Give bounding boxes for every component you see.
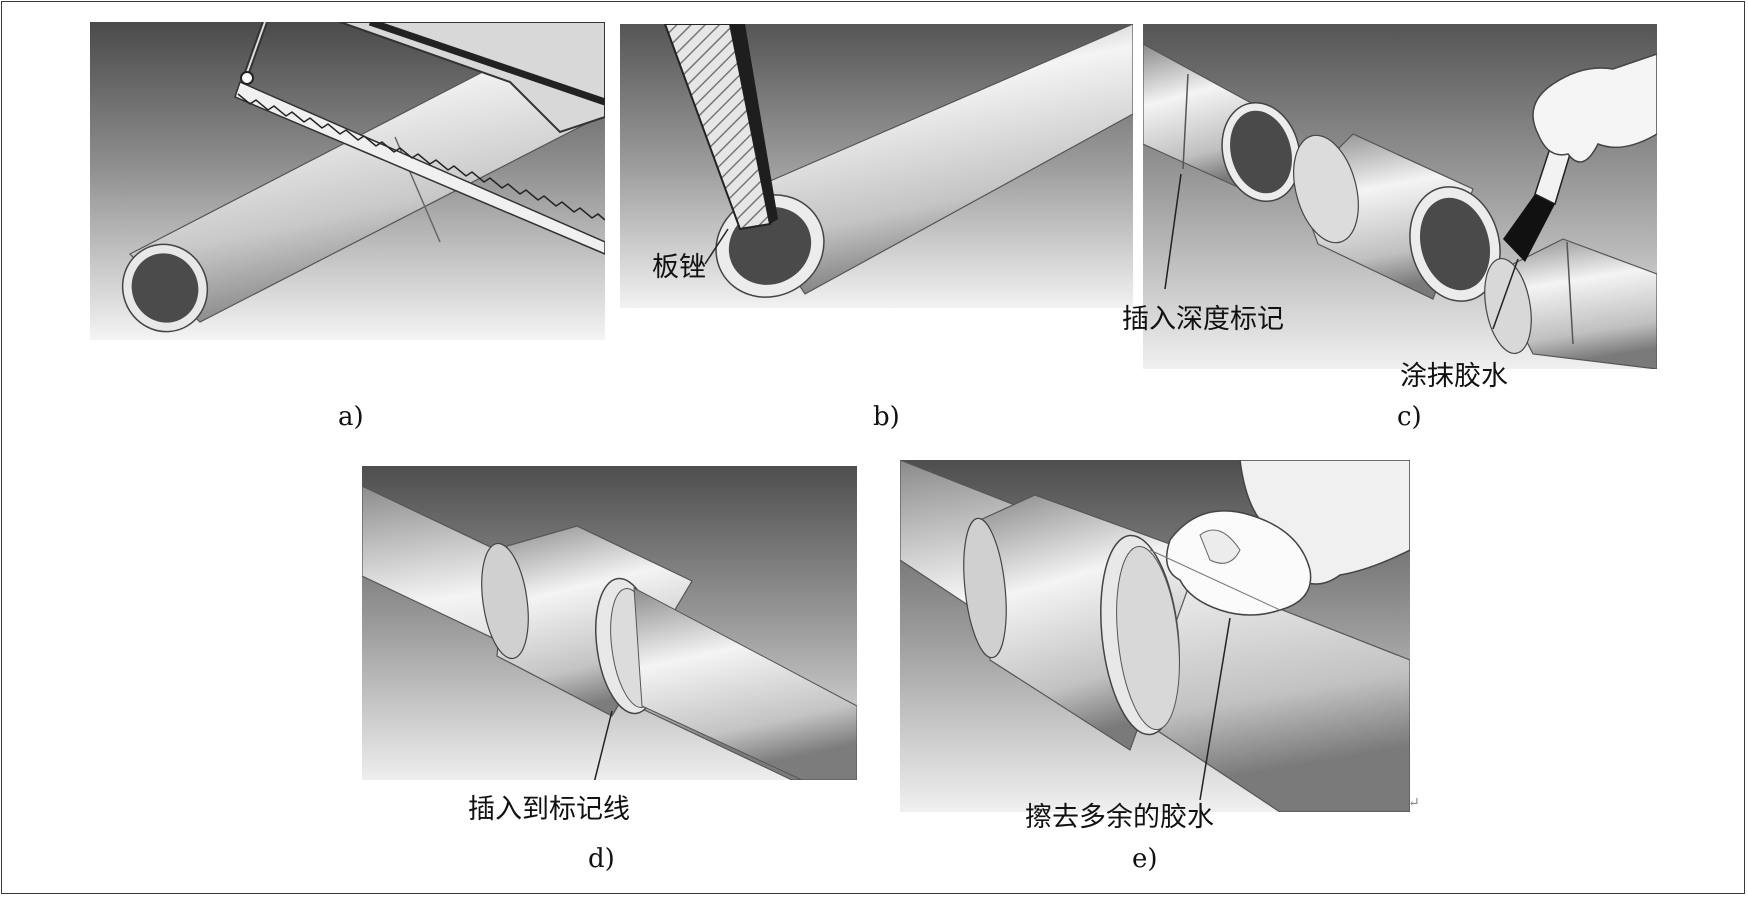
panel-a-caption: a) [338,402,364,432]
panel-a-cutting-pipe [90,22,605,340]
panel-e-caption: e) [1132,844,1158,874]
panel-c-callout-insert-depth-mark: 插入深度标记 [1122,304,1284,335]
panel-d-illustration [362,466,857,780]
panel-d-callout-insert-to-mark-line: 插入到标记线 [468,794,630,825]
panel-e-callout-wipe-excess-glue: 擦去多余的胶水 [1025,802,1214,833]
panel-a-illustration [90,22,605,340]
panel-b-illustration [620,24,1133,308]
panel-e-end-mark: ↵ [1408,795,1420,811]
panel-c-marking-and-gluing [1143,24,1657,369]
panel-b-filing-pipe [620,24,1133,308]
panel-c-callout-apply-glue: 涂抹胶水 [1400,361,1508,392]
panel-b-caption: b) [873,402,900,432]
panel-e-illustration [900,460,1410,812]
panel-d-caption: d) [588,844,615,874]
panel-c-illustration [1143,24,1657,369]
panel-d-insert-to-mark [362,466,857,780]
panel-b-callout-flat-file: 板锉 [652,252,706,283]
panel-e-wipe-excess-glue [900,460,1410,812]
panel-c-caption: c) [1397,402,1422,432]
